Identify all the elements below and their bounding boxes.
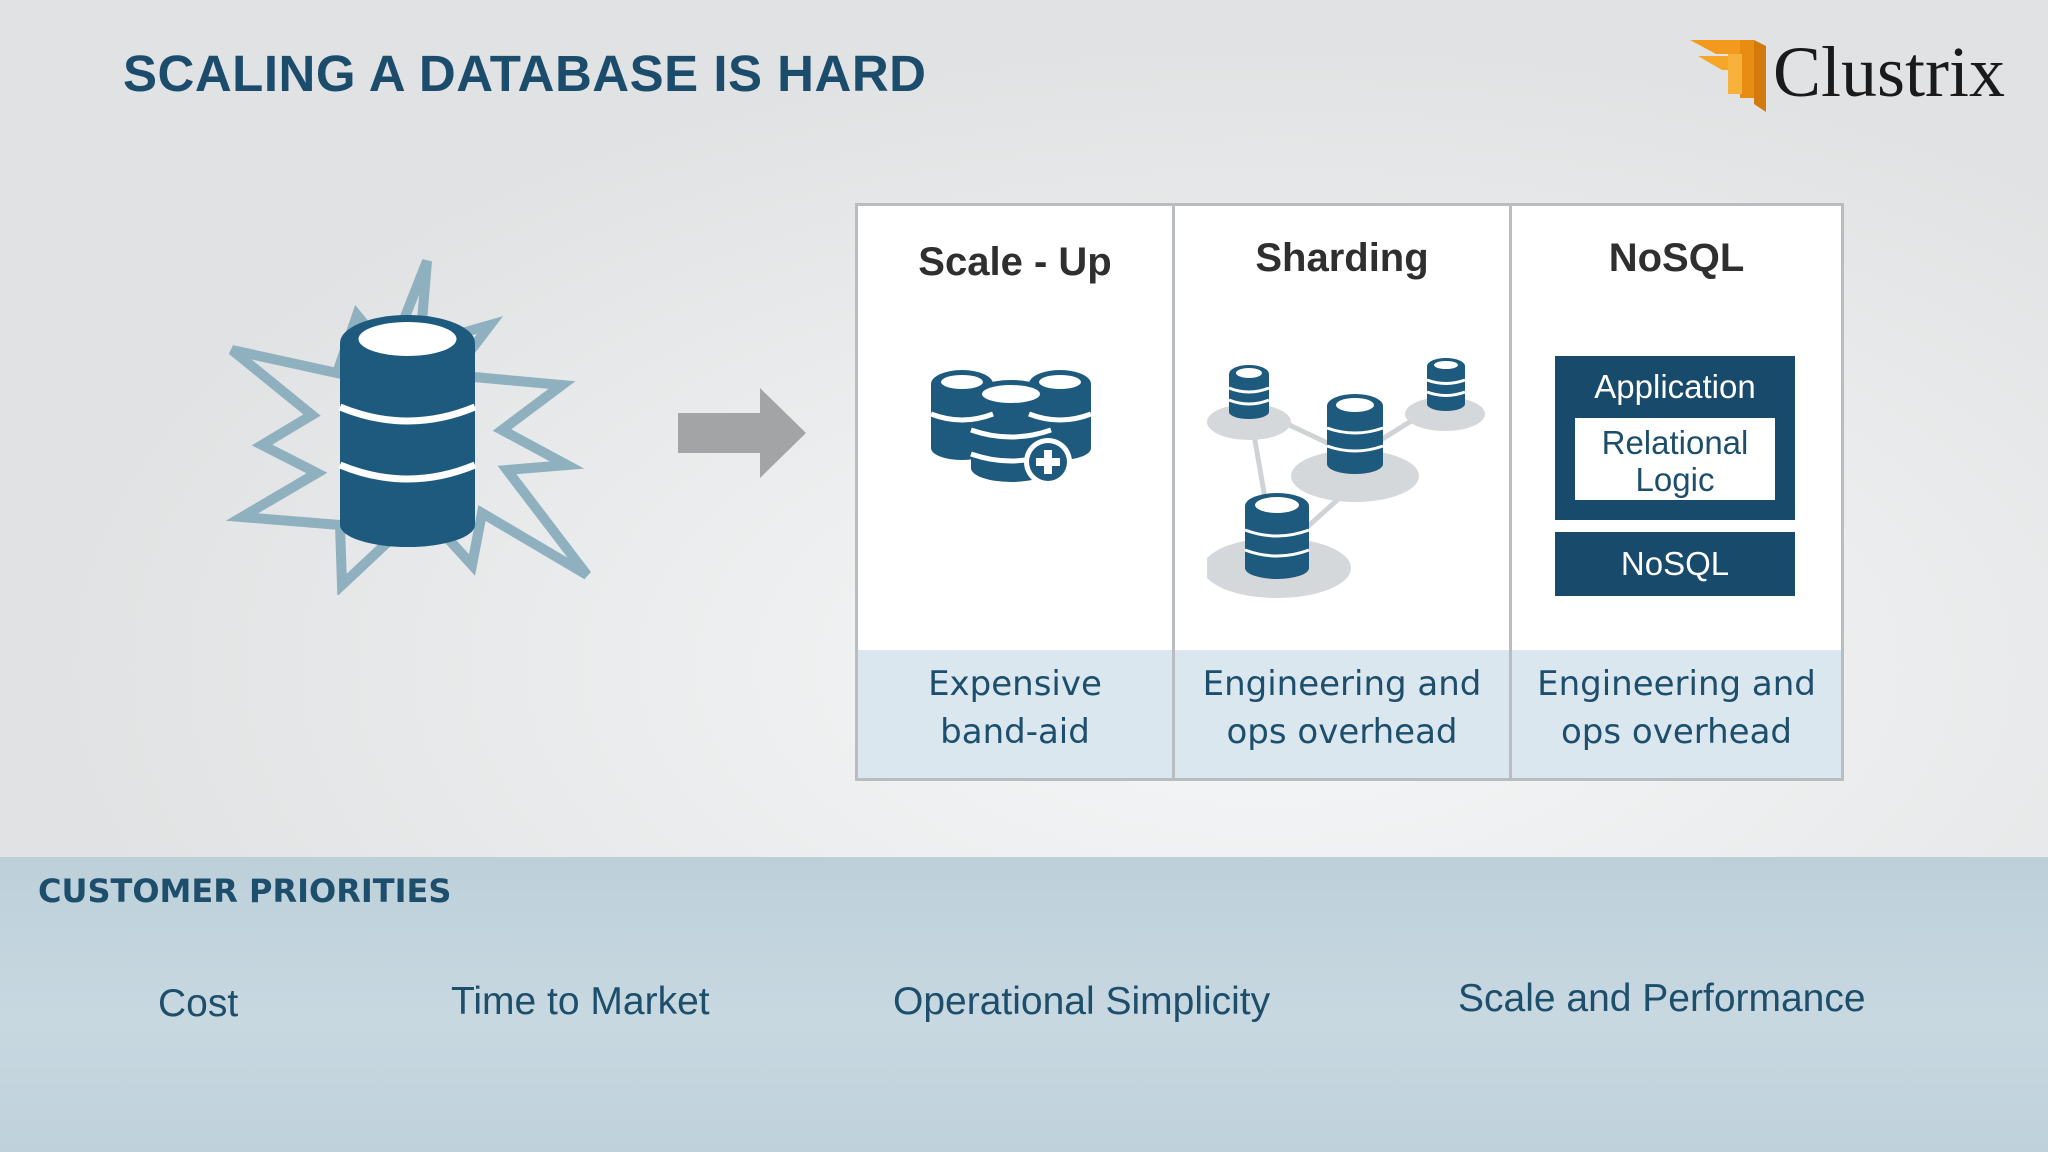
- priority-item-cost: Cost: [158, 982, 239, 1025]
- relational-logic-line: Relational: [1601, 424, 1749, 461]
- approach-caption: Engineering and ops overhead: [1175, 650, 1509, 778]
- stressed-database-icon: [225, 259, 591, 595]
- relational-logic-line: Logic: [1635, 461, 1715, 498]
- approach-sharding: Sharding: [1172, 206, 1509, 778]
- nosql-layer: NoSQL: [1555, 532, 1795, 596]
- slide-title: SCALING A DATABASE IS HARD: [123, 45, 927, 102]
- sharded-database-network-icon: [1207, 358, 1485, 598]
- approach-heading: Sharding: [1255, 236, 1429, 280]
- approach-caption: Expensive band-aid: [858, 650, 1172, 778]
- approach-nosql: NoSQL Application Relational Logic NoSQL…: [1509, 206, 1841, 778]
- caption-line: ops overhead: [1226, 712, 1458, 752]
- database-cylinder-icon: [338, 315, 477, 547]
- approaches-panel: Scale - Up Expensive band-aid Sha: [855, 203, 1844, 781]
- caption-line: Expensive: [928, 664, 1102, 704]
- clustrix-logo-mark-icon: [1690, 40, 1766, 112]
- clustrix-logo: Clustrix: [1688, 32, 2028, 116]
- right-arrow-icon: [678, 388, 806, 478]
- approach-heading: Scale - Up: [918, 240, 1112, 284]
- caption-line: Engineering and: [1202, 664, 1482, 704]
- customer-priorities-heading: CUSTOMER PRIORITIES: [38, 872, 452, 910]
- priority-item-operational-simplicity: Operational Simplicity: [893, 980, 1271, 1023]
- customer-priorities-band: [0, 857, 2048, 1152]
- caption-line: band-aid: [940, 712, 1090, 752]
- priority-item-scale-and-performance: Scale and Performance: [1458, 977, 1866, 1020]
- approach-heading: NoSQL: [1608, 236, 1745, 280]
- nosql-stack-diagram: Application Relational Logic NoSQL: [1555, 356, 1795, 596]
- database-cluster-add-icon: [930, 370, 1092, 486]
- caption-line: Engineering and: [1537, 664, 1816, 704]
- priority-item-time-to-market: Time to Market: [451, 980, 710, 1023]
- caption-line: ops overhead: [1560, 712, 1792, 752]
- approach-scale-up: Scale - Up Expensive band-aid: [858, 206, 1172, 778]
- application-label: Application: [1594, 368, 1756, 405]
- relational-logic-box: Relational Logic: [1575, 418, 1775, 500]
- application-layer: Application Relational Logic: [1555, 356, 1795, 520]
- logo-wordmark: Clustrix: [1773, 32, 2006, 112]
- approach-caption: Engineering and ops overhead: [1512, 650, 1841, 778]
